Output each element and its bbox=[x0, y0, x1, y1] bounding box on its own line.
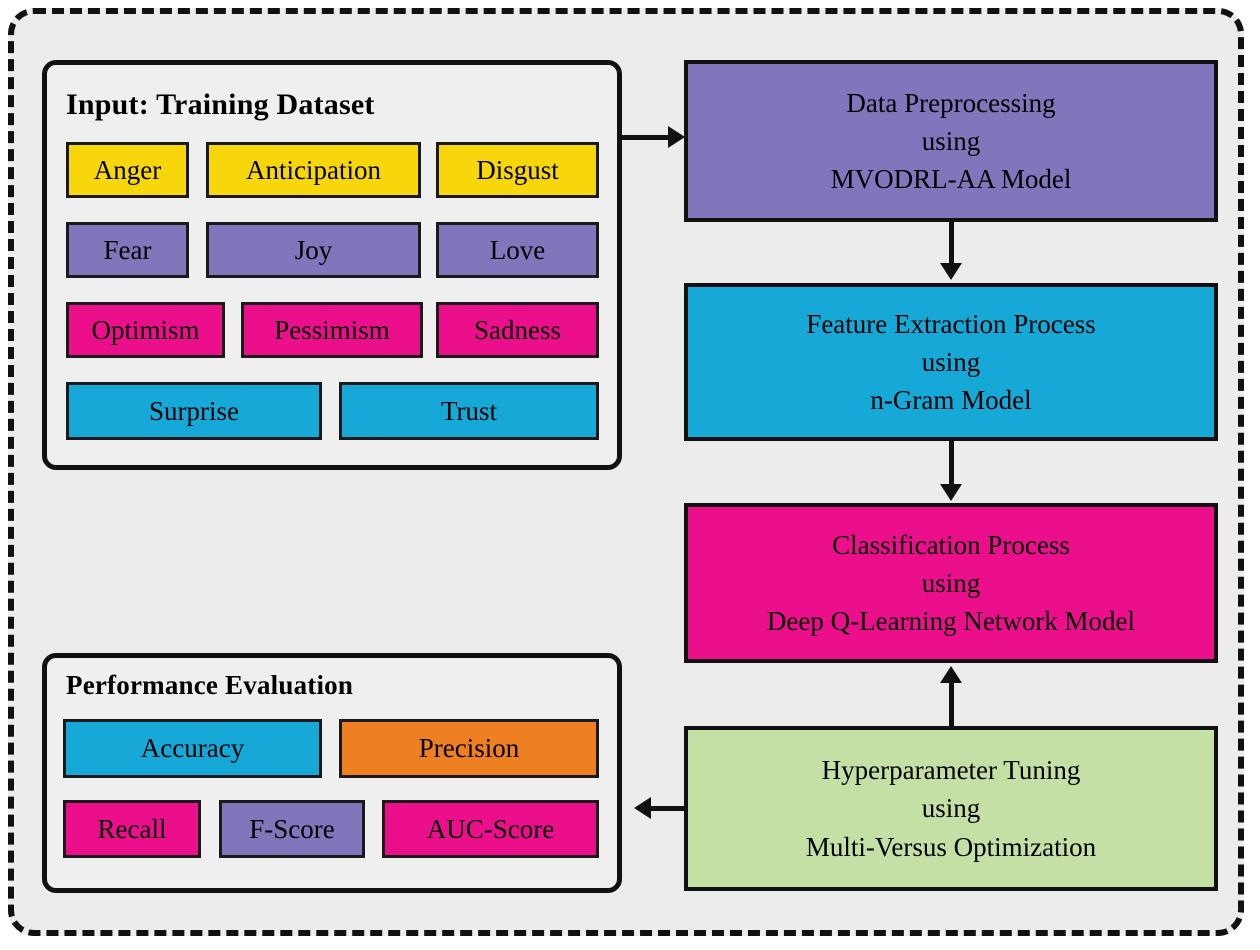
emotion-chip-label: Pessimism bbox=[274, 314, 390, 345]
process-line-3: Deep Q-Learning Network Model bbox=[766, 606, 1136, 637]
process-line-2: using bbox=[921, 125, 981, 156]
process-line-2: using bbox=[921, 346, 981, 377]
emotion-chip-label: Trust bbox=[440, 395, 498, 426]
metric-chip-label: AUC-Score bbox=[426, 813, 555, 844]
connector-feature-to-classification-arrowhead bbox=[940, 484, 962, 501]
emotion-chip-label: Surprise bbox=[149, 395, 239, 426]
connector-tuning-to-classification-line bbox=[949, 683, 954, 726]
metric-chip-f-score: F-Score bbox=[219, 800, 365, 858]
metric-chip-label: Recall bbox=[97, 813, 167, 844]
process-line-1: Classification Process bbox=[832, 529, 1070, 560]
connector-preprocessing-to-feature-line bbox=[949, 222, 954, 265]
emotion-chip-fear: Fear bbox=[66, 222, 189, 278]
emotion-chip-love: Love bbox=[436, 222, 599, 278]
metric-chip-label: F-Score bbox=[249, 813, 335, 844]
emotion-chip-joy: Joy bbox=[206, 222, 421, 278]
connector-input-to-preprocessing-line bbox=[622, 135, 670, 140]
metric-chip-recall: Recall bbox=[63, 800, 201, 858]
process-line-2: using bbox=[921, 567, 981, 598]
process-box-hyperparameter-tuning: Hyperparameter Tuning using Multi-Versus… bbox=[684, 726, 1218, 891]
metric-chip-accuracy: Accuracy bbox=[63, 719, 322, 778]
emotion-chip-trust: Trust bbox=[339, 382, 599, 440]
metric-chip-auc-score: AUC-Score bbox=[382, 800, 599, 858]
process-line-3: MVODRL-AA Model bbox=[830, 164, 1072, 195]
emotion-chip-label: Fear bbox=[103, 234, 152, 265]
process-line-3: Multi-Versus Optimization bbox=[805, 831, 1097, 862]
process-box-feature-extraction: Feature Extraction Process using n-Gram … bbox=[684, 283, 1218, 441]
emotion-chip-label: Optimism bbox=[91, 314, 200, 345]
emotion-chip-anger: Anger bbox=[66, 142, 189, 198]
process-line-3: n-Gram Model bbox=[870, 385, 1032, 416]
metric-chip-precision: Precision bbox=[339, 719, 599, 778]
emotion-chip-label: Disgust bbox=[476, 154, 559, 185]
connector-feature-to-classification-line bbox=[949, 441, 954, 485]
process-line-1: Data Preprocessing bbox=[846, 87, 1056, 118]
process-line-1: Hyperparameter Tuning bbox=[821, 755, 1081, 785]
metric-chip-label: Accuracy bbox=[140, 733, 245, 764]
emotion-chip-anticipation: Anticipation bbox=[206, 142, 421, 198]
emotion-chip-optimism: Optimism bbox=[66, 302, 225, 358]
process-box-preprocessing: Data Preprocessing using MVODRL-AA Model bbox=[684, 60, 1218, 222]
metric-chip-label: Precision bbox=[418, 733, 520, 764]
emotion-chip-pessimism: Pessimism bbox=[241, 302, 423, 358]
emotion-chip-label: Anger bbox=[93, 154, 162, 185]
connector-preprocessing-to-feature-arrowhead bbox=[940, 263, 962, 280]
connector-tuning-to-performance-arrowhead bbox=[634, 797, 651, 819]
emotion-chip-sadness: Sadness bbox=[436, 302, 599, 358]
connector-input-to-preprocessing-arrowhead bbox=[668, 126, 685, 148]
connector-tuning-to-performance-line bbox=[650, 806, 686, 811]
connector-tuning-to-classification-arrowhead bbox=[940, 666, 962, 683]
emotion-chip-disgust: Disgust bbox=[436, 142, 599, 198]
emotion-chip-label: Anticipation bbox=[246, 154, 381, 185]
emotion-chip-label: Sadness bbox=[474, 314, 561, 345]
emotion-chip-label: Love bbox=[489, 234, 546, 265]
process-line-1: Feature Extraction Process bbox=[806, 308, 1096, 339]
input-panel-title: Input: Training Dataset bbox=[66, 88, 375, 121]
process-box-classification: Classification Process using Deep Q-Lear… bbox=[684, 503, 1218, 663]
process-line-2: using bbox=[921, 793, 981, 824]
performance-panel-title: Performance Evaluation bbox=[66, 670, 354, 700]
emotion-chip-label: Joy bbox=[294, 234, 333, 265]
emotion-chip-surprise: Surprise bbox=[66, 382, 322, 440]
